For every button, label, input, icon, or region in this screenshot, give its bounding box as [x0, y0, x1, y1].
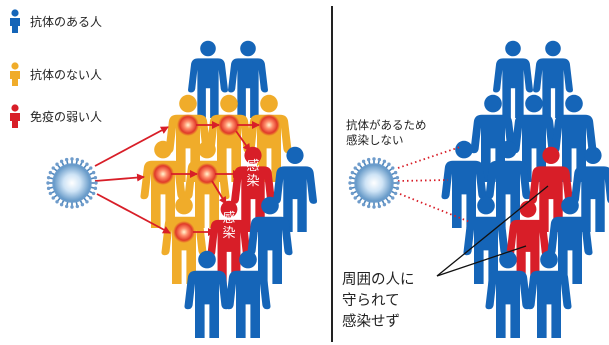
infection-glow	[173, 221, 195, 243]
note-antibody: 抗体があるため 感染しない	[346, 118, 427, 148]
infection-arrow	[96, 193, 171, 234]
infection-glow	[196, 163, 218, 185]
blocked-path	[397, 179, 449, 182]
infection-arrow	[211, 180, 227, 205]
infection-arrow	[94, 126, 169, 167]
legend-label: 抗体のある人	[30, 14, 103, 29]
legend-item-weak: 免疫の弱い人	[6, 104, 102, 128]
person-icon	[10, 62, 20, 86]
legend-item-immune: 抗体のある人	[6, 9, 102, 33]
infection-glow	[152, 163, 174, 185]
virus-icon	[348, 157, 400, 209]
note-line: 周囲の人に	[342, 272, 415, 288]
note-line: 守られて	[342, 293, 400, 309]
infection-glow	[218, 114, 240, 136]
legend-label: 抗体のない人	[30, 67, 103, 82]
note-line: 感染しない	[346, 133, 404, 147]
blocked-path	[397, 146, 461, 169]
legend-label: 免疫の弱い人	[30, 109, 103, 124]
note-protected: 周囲の人に 守られて 感染せず	[342, 270, 415, 333]
person-icon	[10, 9, 20, 33]
person-icon	[10, 104, 20, 128]
note-line: 感染せず	[342, 314, 400, 330]
callout-line	[436, 185, 549, 277]
virus-icon	[46, 157, 98, 209]
infection-arrow	[94, 173, 145, 182]
infection-arrow	[235, 130, 251, 152]
note-line: 抗体があるため	[346, 118, 427, 132]
legend-item-susceptible: 抗体のない人	[6, 62, 102, 86]
callout-line	[436, 245, 527, 277]
infection-glow	[177, 114, 199, 136]
infected-label: 感染	[222, 210, 235, 241]
infected-label: 感染	[246, 158, 259, 189]
infection-glow	[258, 114, 280, 136]
